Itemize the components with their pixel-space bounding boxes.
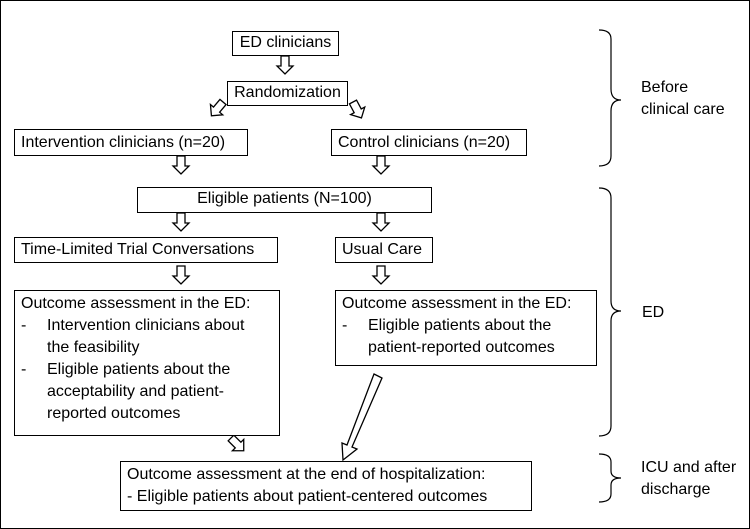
outcome-ed-intervention-box: Outcome assessment in the ED: - Interven… bbox=[14, 290, 280, 436]
control-clinicians-box: Control clinicians (n=20) bbox=[331, 129, 527, 156]
arrow-control-to-eligible bbox=[372, 155, 390, 175]
usual-care-box: Usual Care bbox=[335, 237, 433, 263]
arrow-usualcare-to-outcome bbox=[372, 265, 390, 285]
phase-label-ed: ED bbox=[642, 304, 665, 321]
outcome-ed-left-title: Outcome assessment in the ED: bbox=[21, 295, 251, 312]
arrow-right-outcome-to-end bbox=[341, 373, 383, 462]
arrow-ed-to-randomization bbox=[276, 55, 294, 75]
phase-label-icu-after-discharge: ICU and after discharge bbox=[641, 459, 737, 498]
ed-clinicians-box: ED clinicians bbox=[232, 31, 339, 56]
outcome-ed-right-title: Outcome assessment in the ED: bbox=[342, 295, 572, 312]
outcome-ed-control-box: Outcome assessment in the ED: - Eligible… bbox=[335, 290, 597, 366]
brace-ed bbox=[598, 187, 622, 437]
arrow-randomization-to-control bbox=[345, 97, 370, 123]
brace-before-clinical-care bbox=[598, 29, 622, 167]
arrow-eligible-to-tltc bbox=[172, 212, 190, 232]
outcome-ed-right-bullet-1: - Eligible patients about the patient-re… bbox=[342, 317, 555, 356]
eligible-patients-box: Eligible patients (N=100) bbox=[137, 187, 432, 213]
arrow-tltc-to-outcome bbox=[172, 265, 190, 285]
phase-label-before-clinical-care: Before clinical care bbox=[641, 79, 725, 118]
randomization-box: Randomization bbox=[227, 81, 348, 106]
arrow-randomization-to-intervention bbox=[204, 96, 230, 122]
outcome-end-hospitalization-box: Outcome assessment at the end of hospita… bbox=[120, 461, 532, 511]
outcome-end-title: Outcome assessment at the end of hospita… bbox=[127, 466, 486, 483]
outcome-end-line: - Eligible patients about patient-center… bbox=[127, 488, 488, 505]
arrow-intervention-to-eligible bbox=[172, 155, 190, 175]
outcome-ed-left-bullet-2: - Eligible patients about the acceptabil… bbox=[21, 361, 231, 422]
tltc-box: Time-Limited Trial Conversations bbox=[14, 237, 278, 263]
intervention-clinicians-box: Intervention clinicians (n=20) bbox=[14, 129, 248, 156]
brace-icu bbox=[598, 453, 622, 503]
arrow-eligible-to-usualcare bbox=[372, 212, 390, 232]
outcome-ed-left-bullet-1: - Intervention clinicians about the feas… bbox=[21, 317, 245, 356]
